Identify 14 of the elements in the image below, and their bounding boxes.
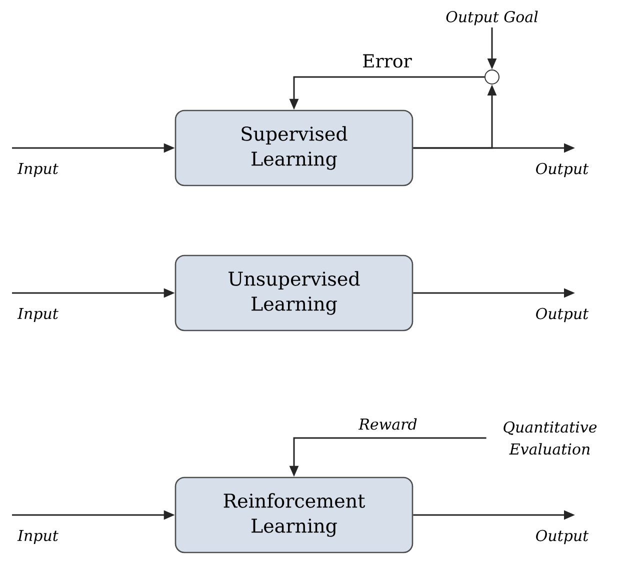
- edge-label: Output: [536, 162, 589, 178]
- edge-label: Output: [536, 308, 589, 322]
- process-box: Reinforcement Learning: [174, 476, 414, 554]
- process-box: Supervised Learning: [174, 110, 414, 186]
- input-label: Output Goal: [446, 10, 538, 26]
- process-box: Unsupervised Learning: [174, 254, 414, 332]
- edge-label: Input: [17, 308, 58, 322]
- edge-label: Input: [17, 162, 58, 178]
- edge-label: Input: [17, 530, 58, 544]
- summing-junction: [484, 70, 500, 84]
- edge-label: Error: [363, 54, 412, 68]
- edge-label: Output: [536, 530, 589, 544]
- input-label: Quantitative Evaluation: [504, 421, 597, 455]
- edge-label: Reward: [358, 418, 417, 430]
